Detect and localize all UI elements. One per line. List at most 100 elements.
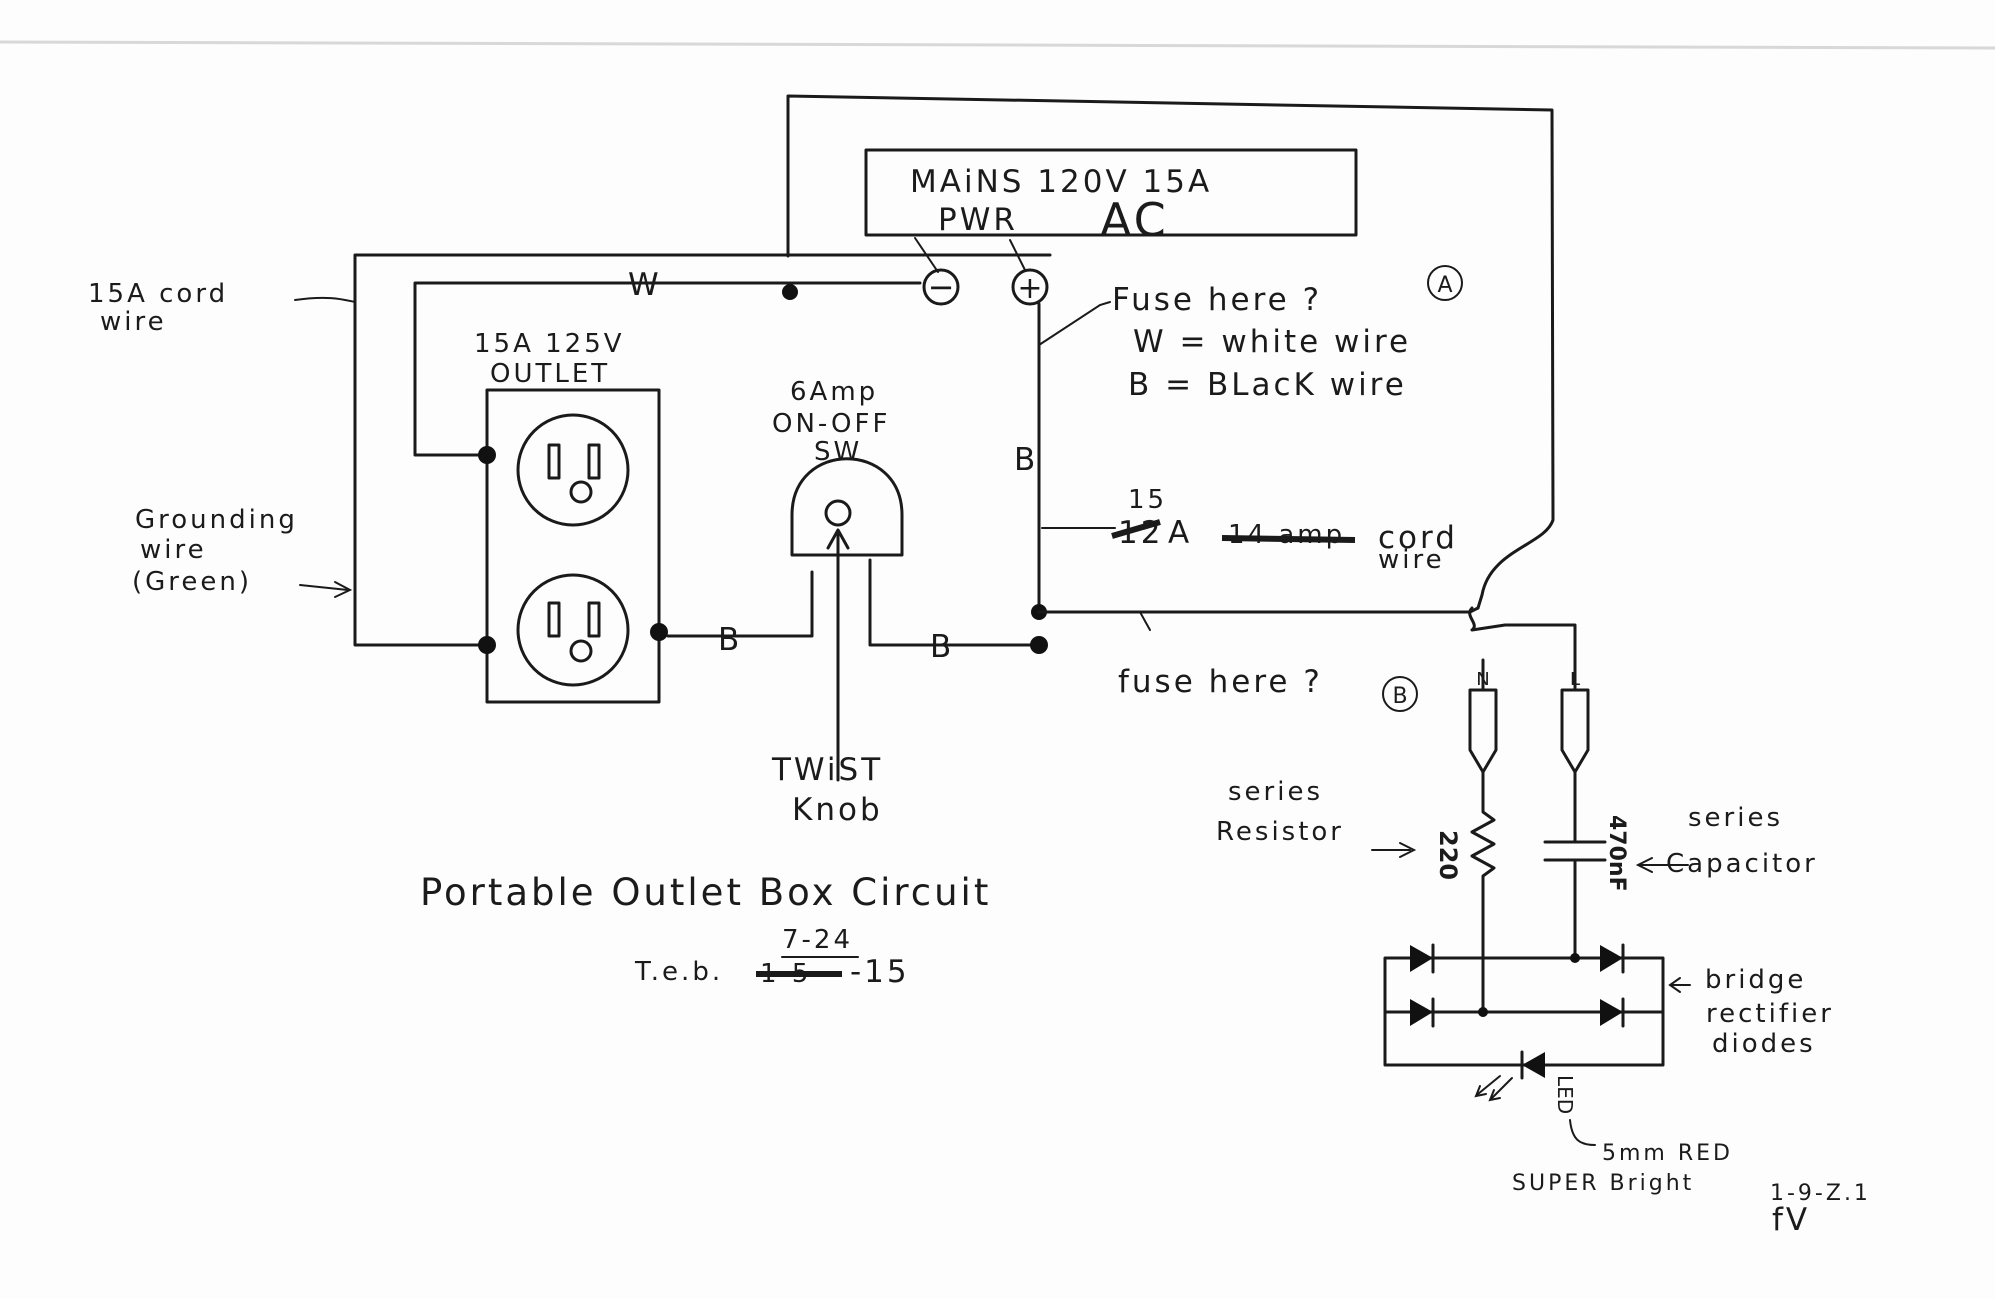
switch-type: ON-OFF [772, 409, 890, 439]
plug-neutral-prong [1468, 688, 1498, 774]
mains-power-box [864, 148, 1358, 237]
plug-line-prong [1560, 688, 1590, 774]
bridge-label1: bridge [1705, 965, 1806, 995]
bridge-node-right [1570, 953, 1580, 963]
outlet-hot-terminal [650, 623, 668, 641]
rating-strike [1111, 519, 1161, 539]
grounding-arrow [299, 584, 349, 591]
resistor-value: 220 [1434, 830, 1462, 880]
led-desc1: 5mm RED [1602, 1141, 1733, 1166]
outlet-rating: 15A 125V [474, 329, 625, 359]
lower-slot-right [587, 601, 601, 638]
cord-outer-loop-wire [786, 94, 1555, 610]
legend-white: W = white wire [1133, 324, 1411, 360]
black-wire-to-switch [666, 570, 814, 638]
signature-date-new: 7-24 [782, 925, 853, 955]
capacitor-label2: Capacitor [1666, 849, 1818, 879]
fuse-b-leader [1139, 611, 1151, 631]
led-diode [1474, 1050, 1545, 1102]
fuse-a-letter: A [1437, 273, 1452, 298]
line-wire [1468, 606, 1577, 692]
grounding-line2: wire [140, 535, 207, 565]
neg-lead [914, 237, 939, 273]
hot-wire-to-plug [1037, 606, 1480, 614]
series-capacitor [1543, 770, 1607, 960]
label-b-lower-right: B [930, 629, 954, 665]
grounding-line1: Grounding [135, 505, 298, 535]
resistor-arrowhead [1399, 842, 1417, 858]
negative-terminal-sign: − [928, 268, 955, 306]
scan-streak [0, 40, 1995, 50]
plug-n-label: N [1476, 669, 1489, 690]
legend-black: B = BLacK wire [1128, 367, 1407, 403]
upper-slot-left [547, 443, 561, 480]
cord-right-struck: 14 amp [1228, 520, 1345, 550]
led-initials: fV [1772, 1202, 1810, 1238]
lower-slot-left [547, 601, 561, 638]
knob-line1: TWiST [771, 752, 883, 788]
cord-left-line1: 15A cord [88, 279, 228, 309]
outlet-neutral-terminal [478, 446, 496, 464]
capacitor-arrowhead [1635, 857, 1653, 873]
positive-terminal [1011, 268, 1049, 306]
diode-top-left [1410, 943, 1435, 974]
mains-pwr-label: PWR [938, 202, 1018, 238]
grounding-arrowhead [334, 581, 353, 598]
led-code: 1-9-Z.1 [1770, 1181, 1871, 1206]
plug-l-label: L [1570, 669, 1580, 690]
fuse-b-text: fuse here ? [1118, 664, 1323, 700]
led-leader [1569, 1119, 1596, 1146]
cord-left-leader [294, 296, 356, 303]
mains-ac-label: AC [1100, 193, 1169, 247]
upper-receptacle [516, 413, 630, 527]
led-tag: LED [1553, 1075, 1577, 1114]
knob-line2: Knob [792, 792, 883, 828]
fuse-a-leader [1038, 301, 1111, 346]
white-neutral-wire [413, 281, 922, 457]
twist-knob-arrowhead [826, 528, 850, 550]
resistor-label2: Resistor [1216, 817, 1344, 847]
positive-terminal-sign: + [1017, 271, 1042, 306]
lower-ground-hole [569, 639, 593, 663]
signature-year: -15 [850, 954, 910, 990]
grounding-line3: (Green) [132, 567, 252, 597]
capacitor-value: 470nF [1604, 815, 1629, 892]
mains-rating-label: MAiNS 120V 15A [910, 164, 1212, 200]
bridge-leader [1668, 977, 1691, 993]
cord-left-line2: wire [100, 307, 167, 337]
diagram-title: Portable Outlet Box Circuit [420, 871, 991, 914]
cord-right-unit: A [1168, 515, 1192, 551]
fuse-b-marker [1382, 676, 1418, 712]
capacitor-label1: series [1688, 803, 1783, 833]
fuse-a-marker [1427, 265, 1463, 301]
led-desc2: SUPER Bright [1512, 1171, 1694, 1196]
bridge-label2: rectifier [1706, 999, 1834, 1029]
negative-terminal [922, 268, 960, 306]
signature-initials: T.e.b. [634, 957, 723, 987]
pos-lead [1009, 239, 1026, 271]
series-resistor [1470, 770, 1496, 1014]
resistor-label1: series [1228, 777, 1323, 807]
diode-bottom-right [1600, 997, 1625, 1028]
fuse-a-text: Fuse here ? [1112, 282, 1322, 318]
bridge-label3: diodes [1712, 1029, 1816, 1059]
black-wire-from-switch [868, 558, 1032, 647]
junction-neutral [782, 284, 798, 300]
amp-strike [1221, 535, 1356, 543]
outlet-title: OUTLET [490, 359, 610, 389]
lower-receptacle [516, 573, 630, 687]
diode-top-right [1600, 943, 1625, 974]
switch-sw: SW [814, 437, 862, 467]
on-off-switch [790, 457, 904, 557]
cord-right-line2: wire [1378, 545, 1445, 575]
junction-switched-hot [1030, 636, 1048, 654]
diode-bottom-left [1410, 997, 1435, 1028]
switch-shaft [824, 499, 852, 527]
label-b-lower-left: B [718, 622, 742, 658]
label-b-right: B [1014, 442, 1038, 478]
duplex-outlet-box [485, 388, 661, 704]
grounding-frame-wire [353, 253, 1052, 647]
label-w-top: W [628, 267, 662, 303]
